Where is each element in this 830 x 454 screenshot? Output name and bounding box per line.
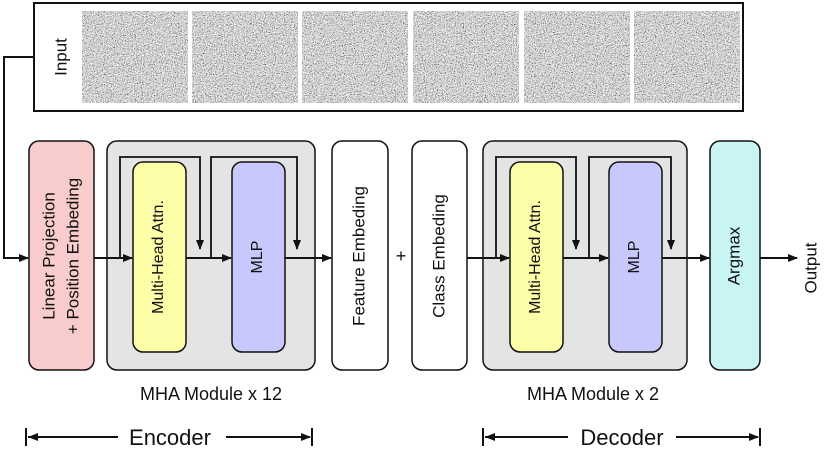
encoder-residual-2 (210, 156, 301, 258)
plus-sign: + (396, 246, 407, 266)
decoder-residual-2 (588, 156, 675, 258)
input-panel: Input (33, 2, 744, 112)
decoder-module-label: MHA Module x 2 (527, 384, 659, 404)
encoder-label: Encoder (129, 425, 211, 450)
encoder-mha-module: Multi-Head Attn. MLP (94, 140, 332, 371)
encoder-mlp-label: MLP (249, 241, 266, 274)
input-image-6 (634, 11, 740, 103)
decoder-mlp-label: MLP (626, 241, 643, 274)
linear-projection-line1: Linear Projection (39, 192, 58, 320)
decoder-label: Decoder (580, 425, 663, 450)
linear-projection-line2: + Position Embeding (63, 178, 82, 334)
decoder-multi-head-attn-label: Multi-Head Attn. (527, 200, 544, 314)
input-image-3 (302, 11, 408, 103)
linear-projection-block: Linear Projection + Position Embeding (28, 140, 95, 371)
encoder-module-label: MHA Module x 12 (140, 384, 282, 404)
encoder-span: Encoder (25, 425, 313, 450)
output-label: Output (801, 242, 820, 293)
input-image-2 (192, 11, 298, 103)
input-image-5 (524, 11, 630, 103)
input-image-1 (82, 11, 188, 103)
input-images (82, 11, 740, 103)
decoder-span: Decoder (482, 425, 761, 450)
feature-embedding-block: Feature Embeding (331, 140, 389, 371)
class-embedding-block: Class Embeding (411, 140, 468, 371)
linear-projection-box (28, 140, 95, 371)
class-embedding-label: Class Embeding (429, 194, 448, 318)
argmax-label: Argmax (724, 226, 743, 285)
input-image-4 (413, 11, 519, 103)
input-label: Input (51, 38, 70, 76)
encoder-residual-1 (119, 156, 204, 258)
decoder-mha-module: Multi-Head Attn. MLP (467, 140, 710, 371)
argmax-block: Argmax (709, 140, 761, 371)
decoder-residual-1 (495, 156, 580, 258)
feature-embedding-label: Feature Embeding (349, 186, 368, 326)
encoder-multi-head-attn-label: Multi-Head Attn. (150, 200, 167, 314)
input-connector (3, 56, 34, 262)
